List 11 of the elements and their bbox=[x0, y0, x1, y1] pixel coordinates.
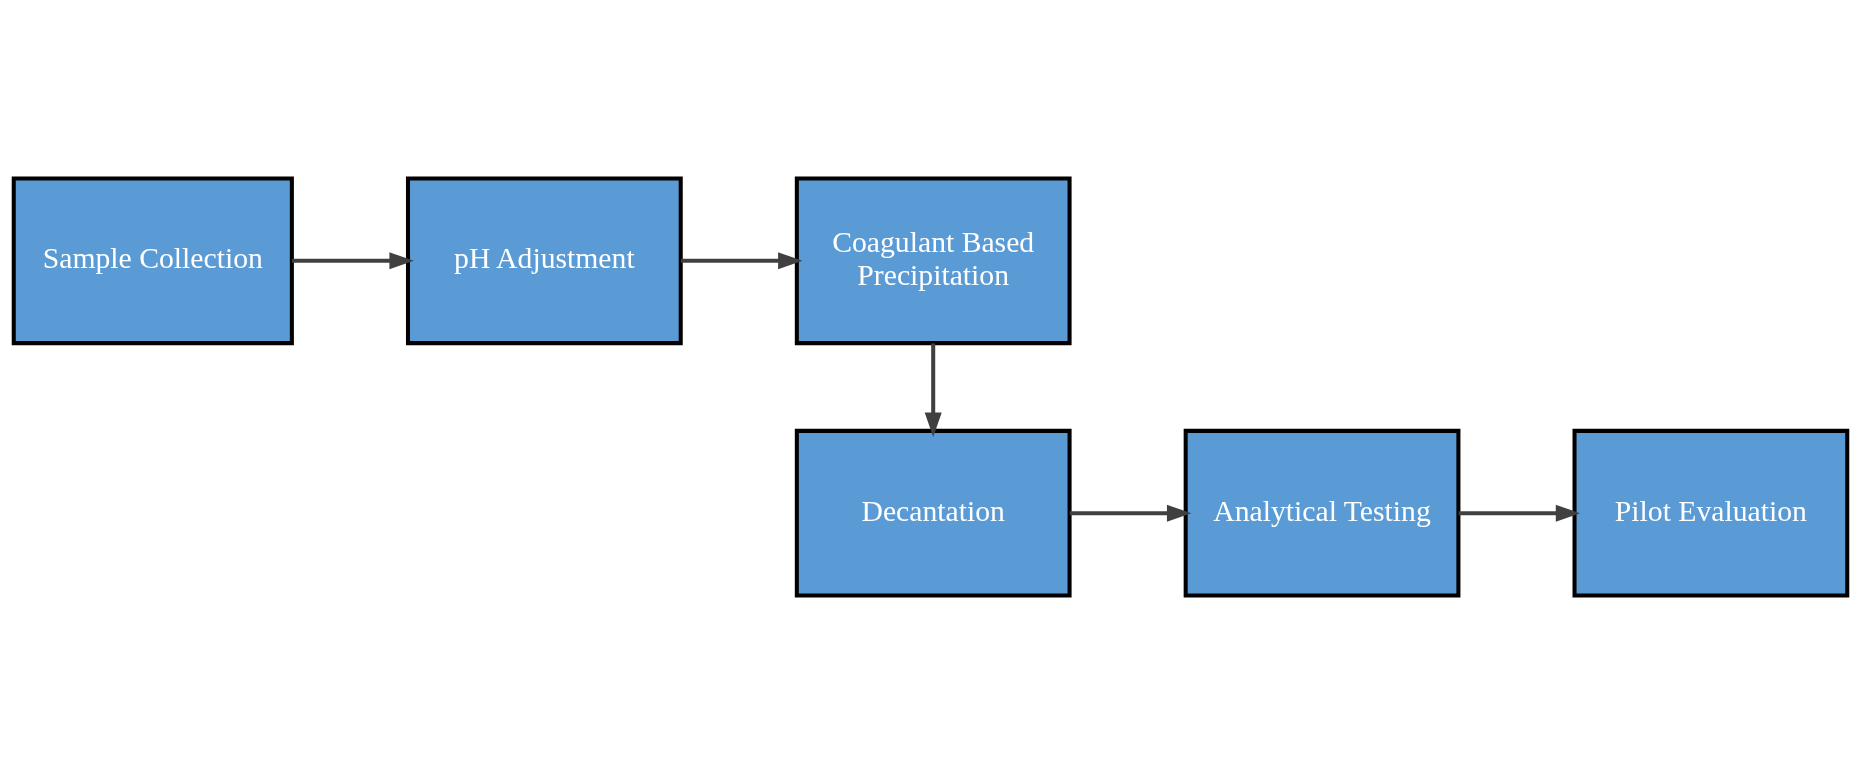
node-box: Analytical Testing bbox=[1183, 428, 1461, 598]
node-box: pH Adjustment bbox=[405, 175, 683, 345]
node-box: Decantation bbox=[794, 428, 1072, 598]
node-box: Pilot Evaluation bbox=[1572, 428, 1850, 598]
node-box: Coagulant Based Precipitation bbox=[794, 175, 1072, 345]
arrow bbox=[291, 251, 414, 269]
arrow bbox=[1458, 504, 1581, 522]
arrow bbox=[1069, 504, 1192, 522]
arrow bbox=[680, 251, 803, 269]
arrow bbox=[924, 342, 942, 437]
node-box: Sample Collection bbox=[11, 175, 294, 345]
